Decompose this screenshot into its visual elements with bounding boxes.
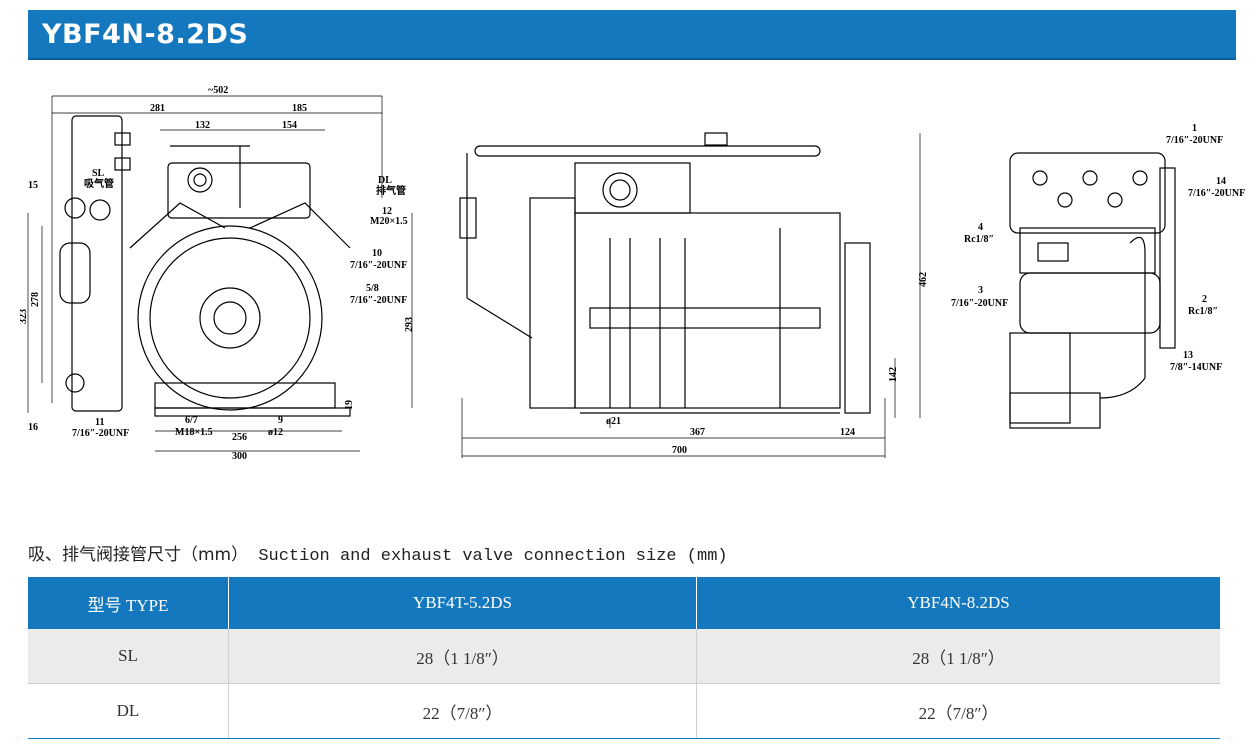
connection-size-table: 型号 TYPE YBF4T-5.2DS YBF4N-8.2DS SL 28（1 …: [28, 577, 1220, 739]
svg-text:SL: SL: [92, 168, 105, 179]
side-view-labels: 462 142 ø21 367 124 700: [606, 272, 929, 456]
technical-drawing: ~502 281 185 132 154 323 278 293 19 256 …: [20, 78, 1245, 468]
svg-text:7/16″-20UNF: 7/16″-20UNF: [350, 260, 407, 271]
svg-text:7/16″-20UNF: 7/16″-20UNF: [350, 295, 407, 306]
rear-view-labels: 1 7/16″-20UNF 14 7/16″-20UNF 4 Rc1/8″ 3 …: [951, 123, 1245, 373]
row-label: SL: [28, 629, 229, 684]
svg-text:300: 300: [232, 451, 247, 462]
svg-text:14: 14: [1216, 176, 1226, 187]
caption-en: Suction and exhaust valve connection siz…: [248, 547, 728, 566]
svg-text:7/8″-14UNF: 7/8″-14UNF: [1170, 362, 1222, 373]
svg-text:7/16″-20UNF: 7/16″-20UNF: [1188, 188, 1245, 199]
svg-text:256: 256: [232, 432, 247, 443]
svg-text:2: 2: [1202, 294, 1207, 305]
table-cell: 22（7/8″）: [228, 683, 697, 739]
svg-text:15: 15: [28, 180, 38, 191]
svg-text:吸气管: 吸气管: [84, 177, 114, 190]
front-view-labels: ~502 281 185 132 154 323 278 293 19 256 …: [20, 85, 415, 462]
svg-text:排气管: 排气管: [376, 184, 406, 197]
svg-text:185: 185: [292, 103, 307, 114]
svg-text:M20×1.5: M20×1.5: [370, 216, 408, 227]
svg-text:M18×1.5: M18×1.5: [175, 427, 213, 438]
svg-text:10: 10: [372, 248, 382, 259]
svg-text:12: 12: [382, 206, 392, 217]
svg-text:3: 3: [978, 285, 983, 296]
table-cell: 22（7/8″）: [696, 683, 1220, 739]
svg-text:9: 9: [278, 415, 283, 426]
svg-text:Rc1/8″: Rc1/8″: [964, 234, 994, 245]
table-cell: 28（1 1/8″）: [228, 629, 697, 684]
svg-text:4: 4: [978, 222, 983, 233]
svg-text:ø12: ø12: [268, 427, 283, 438]
table-cell: 28（1 1/8″）: [696, 629, 1220, 684]
svg-text:13: 13: [1183, 350, 1193, 361]
drawing-svg: ~502 281 185 132 154 323 278 293 19 256 …: [20, 85, 1245, 462]
svg-text:19: 19: [344, 400, 355, 410]
svg-text:132: 132: [195, 120, 210, 131]
front-view: [27, 95, 413, 452]
table-caption: 吸、排气阀接管尺寸（mm） Suction and exhaust valve …: [28, 540, 728, 566]
svg-text:5/8: 5/8: [366, 283, 379, 294]
svg-text:ø21: ø21: [606, 416, 621, 427]
table-header-row: 型号 TYPE YBF4T-5.2DS YBF4N-8.2DS: [28, 577, 1220, 629]
svg-text:367: 367: [690, 427, 705, 438]
svg-text:7/16″-20UNF: 7/16″-20UNF: [1166, 135, 1223, 146]
page-header: YBF4N-8.2DS: [28, 10, 1236, 60]
svg-text:DL: DL: [378, 175, 392, 186]
svg-text:~502: ~502: [208, 85, 228, 96]
svg-text:293: 293: [404, 317, 415, 332]
svg-text:278: 278: [30, 292, 41, 307]
svg-text:124: 124: [840, 427, 855, 438]
svg-text:16: 16: [28, 422, 38, 433]
svg-text:6/7: 6/7: [185, 415, 198, 426]
svg-text:462: 462: [918, 272, 929, 287]
header-type: 型号 TYPE: [28, 577, 229, 629]
side-view: [459, 132, 921, 458]
svg-text:281: 281: [150, 103, 165, 114]
row-label: DL: [28, 683, 229, 739]
header-model-2: YBF4N-8.2DS: [696, 577, 1220, 629]
rear-view: [1009, 152, 1176, 429]
table-row: DL 22（7/8″） 22（7/8″）: [28, 683, 1220, 739]
svg-text:Rc1/8″: Rc1/8″: [1188, 306, 1218, 317]
caption-cn: 吸、排气阀接管尺寸（mm）: [28, 545, 249, 565]
svg-text:700: 700: [672, 445, 687, 456]
svg-text:323: 323: [20, 309, 29, 324]
svg-text:7/16″-20UNF: 7/16″-20UNF: [72, 428, 129, 439]
table-row: SL 28（1 1/8″） 28（1 1/8″）: [28, 629, 1220, 684]
page-title: YBF4N-8.2DS: [42, 19, 249, 50]
svg-text:11: 11: [95, 417, 104, 428]
header-model-1: YBF4T-5.2DS: [228, 577, 697, 629]
svg-text:7/16″-20UNF: 7/16″-20UNF: [951, 298, 1008, 309]
svg-text:1: 1: [1192, 123, 1197, 134]
svg-text:154: 154: [282, 120, 297, 131]
svg-text:142: 142: [888, 367, 899, 382]
